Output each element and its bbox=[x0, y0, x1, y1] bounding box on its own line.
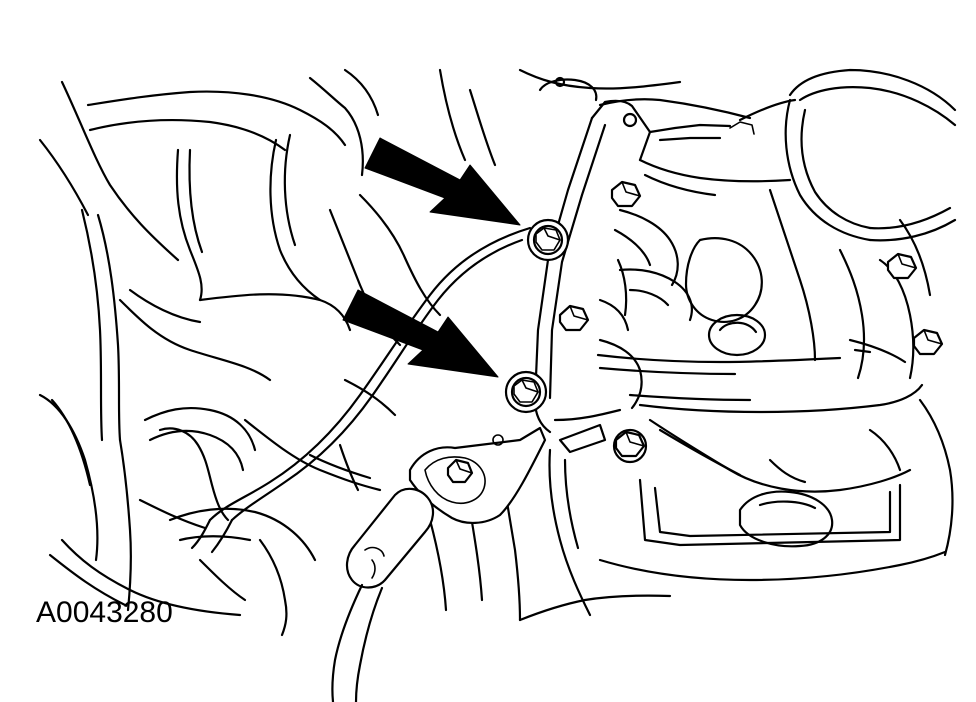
arrow-lower-icon bbox=[342, 289, 499, 378]
bolt-right-upper-icon bbox=[886, 252, 918, 280]
stud-bracket-icon bbox=[446, 458, 474, 484]
figure-id-label: A0043280 bbox=[36, 596, 173, 629]
bolt-flange-mid-icon bbox=[558, 304, 590, 332]
left-body-panel bbox=[38, 68, 497, 637]
wire-harness bbox=[158, 226, 532, 554]
arrow-upper-icon bbox=[364, 137, 521, 226]
engine-housing bbox=[428, 68, 957, 622]
bolts bbox=[446, 121, 944, 484]
bolt-right-lower-icon bbox=[912, 328, 944, 356]
bolt-top-right-icon bbox=[729, 121, 755, 135]
bolt-flange-top-icon bbox=[610, 180, 642, 208]
bolt-upper-icon bbox=[526, 218, 570, 262]
nut-pan-icon bbox=[612, 428, 648, 464]
ground-cable bbox=[331, 487, 435, 702]
ground-strap-bracket bbox=[408, 426, 547, 524]
bolt-lower-icon bbox=[504, 370, 548, 414]
